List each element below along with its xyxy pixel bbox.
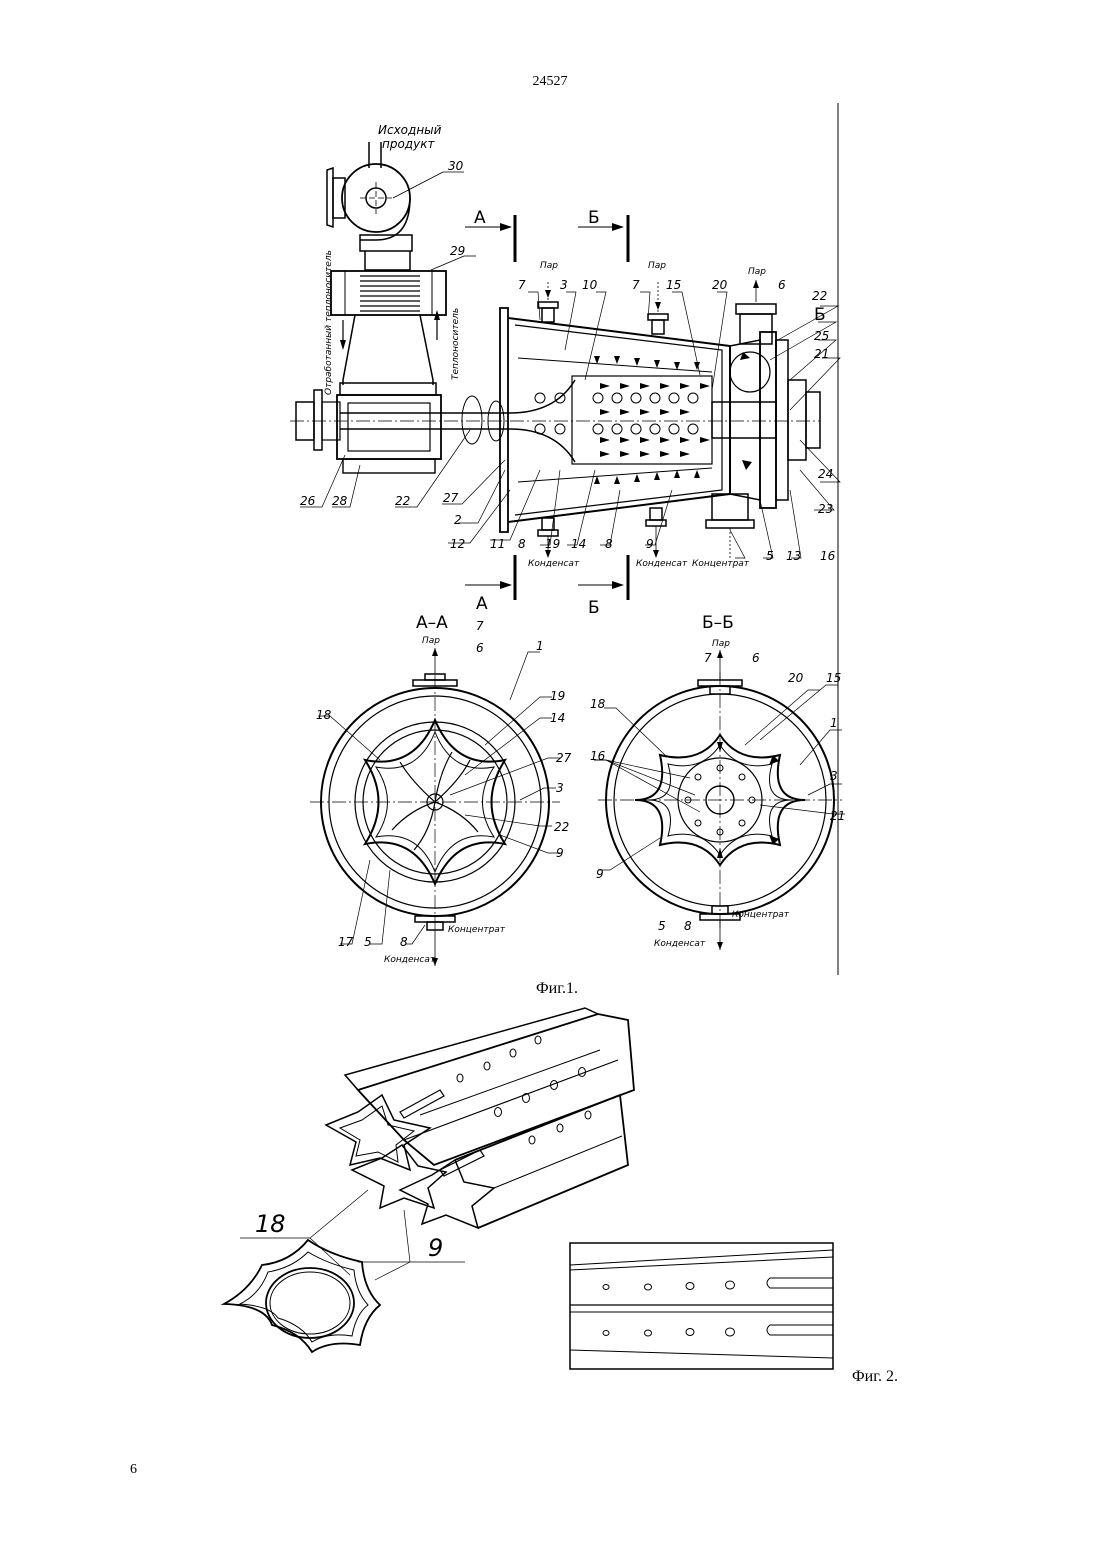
svg-text:20: 20 (712, 278, 728, 292)
svg-text:8: 8 (400, 935, 408, 949)
svg-text:Концентрат: Концентрат (448, 925, 506, 935)
svg-text:А: А (474, 208, 486, 228)
svg-text:19: 19 (550, 689, 565, 703)
svg-text:5: 5 (766, 549, 774, 563)
svg-text:Теплоноситель: Теплоноситель (451, 308, 461, 380)
svg-text:Б: Б (588, 208, 600, 228)
svg-text:5: 5 (364, 935, 372, 949)
svg-text:21: 21 (830, 809, 845, 823)
svg-text:Б–Б: Б–Б (702, 613, 734, 633)
svg-text:Исходный: Исходный (378, 123, 442, 137)
svg-text:продукт: продукт (382, 137, 435, 151)
svg-text:7: 7 (632, 278, 640, 292)
svg-text:Пар: Пар (748, 267, 766, 277)
svg-text:9: 9 (596, 867, 604, 881)
svg-text:Пар: Пар (422, 636, 440, 646)
svg-text:22: 22 (812, 289, 827, 303)
svg-text:27: 27 (556, 751, 572, 765)
svg-text:7: 7 (476, 619, 484, 633)
longitudinal-section (290, 142, 840, 600)
svg-text:3: 3 (560, 278, 568, 292)
conical-shell (500, 308, 730, 532)
drive-housing-28 (337, 395, 441, 473)
svg-text:18: 18 (255, 1210, 286, 1238)
svg-text:1: 1 (830, 716, 838, 730)
svg-text:Б: Б (814, 305, 826, 325)
svg-text:8: 8 (684, 919, 692, 933)
svg-text:13: 13 (786, 549, 801, 563)
svg-text:7: 7 (704, 651, 712, 665)
svg-text:15: 15 (826, 671, 841, 685)
svg-text:29: 29 (450, 244, 465, 258)
svg-text:1: 1 (536, 639, 544, 653)
svg-text:11: 11 (490, 537, 505, 551)
svg-text:22: 22 (395, 494, 410, 508)
svg-text:18: 18 (590, 697, 606, 711)
svg-text:18: 18 (316, 708, 332, 722)
svg-text:9: 9 (556, 846, 564, 860)
steam-nozzles (538, 282, 668, 334)
svg-text:30: 30 (448, 159, 464, 173)
svg-text:10: 10 (582, 278, 598, 292)
svg-text:Пар: Пар (712, 639, 730, 649)
svg-text:14: 14 (571, 537, 586, 551)
svg-text:9: 9 (646, 537, 654, 551)
svg-text:Б: Б (588, 598, 600, 618)
svg-text:6: 6 (778, 278, 786, 292)
svg-text:24: 24 (818, 467, 833, 481)
svg-text:21: 21 (814, 347, 829, 361)
svg-text:Конденсат: Конденсат (384, 955, 436, 965)
svg-text:Концентрат: Концентрат (692, 559, 750, 569)
heater-29 (331, 256, 476, 315)
svg-text:27: 27 (443, 491, 459, 505)
svg-text:15: 15 (666, 278, 681, 292)
svg-text:А–А: А–А (416, 613, 448, 633)
figure1-labels: Исходный продукт 30 29 А Б А Б Пар Пар П… (300, 123, 845, 965)
section-aa-view (310, 648, 560, 966)
svg-text:6: 6 (752, 651, 760, 665)
svg-text:23: 23 (818, 502, 833, 516)
svg-text:22: 22 (554, 820, 569, 834)
svg-text:8: 8 (605, 537, 613, 551)
svg-text:26: 26 (300, 494, 316, 508)
svg-text:5: 5 (658, 919, 666, 933)
svg-text:19: 19 (545, 537, 560, 551)
svg-text:9: 9 (428, 1234, 443, 1262)
figure1-caption: Фиг.1. (536, 980, 578, 998)
svg-text:25: 25 (814, 329, 829, 343)
svg-text:Отработанный теплоноситель: Отработанный теплоноситель (324, 250, 334, 395)
svg-text:16: 16 (820, 549, 836, 563)
svg-text:20: 20 (788, 671, 804, 685)
separator-head (706, 280, 820, 560)
svg-text:8: 8 (518, 537, 526, 551)
figure2-caption: Фиг. 2. (852, 1368, 898, 1386)
svg-text:12: 12 (450, 537, 465, 551)
svg-text:16: 16 (590, 749, 606, 763)
svg-text:А: А (476, 594, 488, 614)
svg-text:17: 17 (338, 935, 354, 949)
svg-text:Концентрат: Концентрат (732, 910, 790, 920)
svg-text:7: 7 (518, 278, 526, 292)
svg-text:Конденсат: Конденсат (636, 559, 688, 569)
svg-text:14: 14 (550, 711, 565, 725)
section-bb-view (594, 650, 845, 950)
svg-text:3: 3 (830, 769, 838, 783)
svg-text:Пар: Пар (648, 261, 666, 271)
svg-text:3: 3 (556, 781, 564, 795)
svg-text:Пар: Пар (540, 261, 558, 271)
svg-text:6: 6 (476, 641, 484, 655)
svg-text:Конденсат: Конденсат (654, 939, 706, 949)
svg-text:Конденсат: Конденсат (528, 559, 580, 569)
page-number-bottom: 6 (130, 1462, 137, 1478)
svg-text:28: 28 (332, 494, 348, 508)
figure2-isometric: 18 9 (224, 1008, 634, 1352)
figure2-flat-view (570, 1243, 833, 1369)
svg-text:2: 2 (454, 513, 462, 527)
pump-30 (327, 164, 464, 240)
